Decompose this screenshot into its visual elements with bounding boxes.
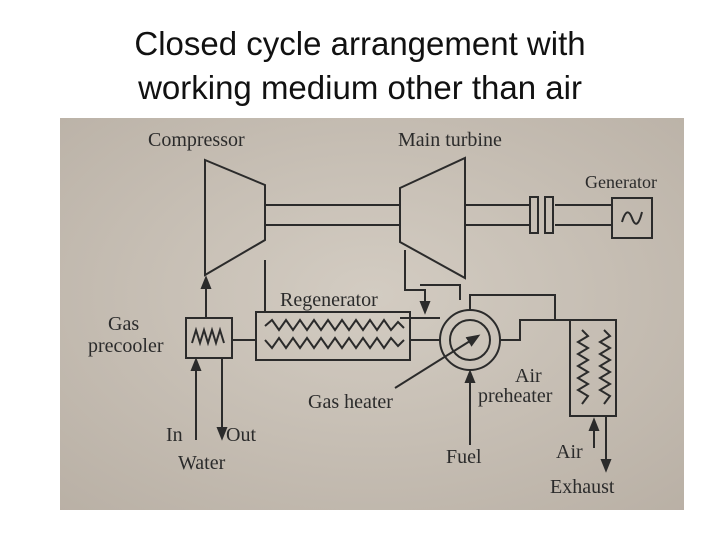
slide-title-line-2: working medium other than air [0,66,720,110]
fuel-label: Fuel [446,446,482,468]
main-turbine-label: Main turbine [398,129,502,151]
regenerator-label: Regenerator [280,289,378,311]
gas-precooler-label-line-1: Gas [108,313,139,335]
exhaust-label: Exhaust [550,476,615,498]
water-in-label: In [166,424,183,446]
generator-label: Generator [585,172,657,192]
cycle-diagram-photo: Compressor Main turbine Generator Regene… [60,118,684,510]
slide-title: Closed cycle arrangement with working me… [0,22,720,110]
gas-heater-label: Gas heater [308,391,393,413]
air-label: Air [556,441,583,463]
gas-precooler-label-line-2: precooler [88,335,164,357]
air-preheater-label-line-2: preheater [478,385,553,407]
air-preheater-label-line-1: Air [515,365,542,387]
water-label: Water [178,452,226,474]
compressor-label: Compressor [148,129,245,151]
slide-title-line-1: Closed cycle arrangement with [0,22,720,66]
water-out-label: Out [226,424,256,446]
